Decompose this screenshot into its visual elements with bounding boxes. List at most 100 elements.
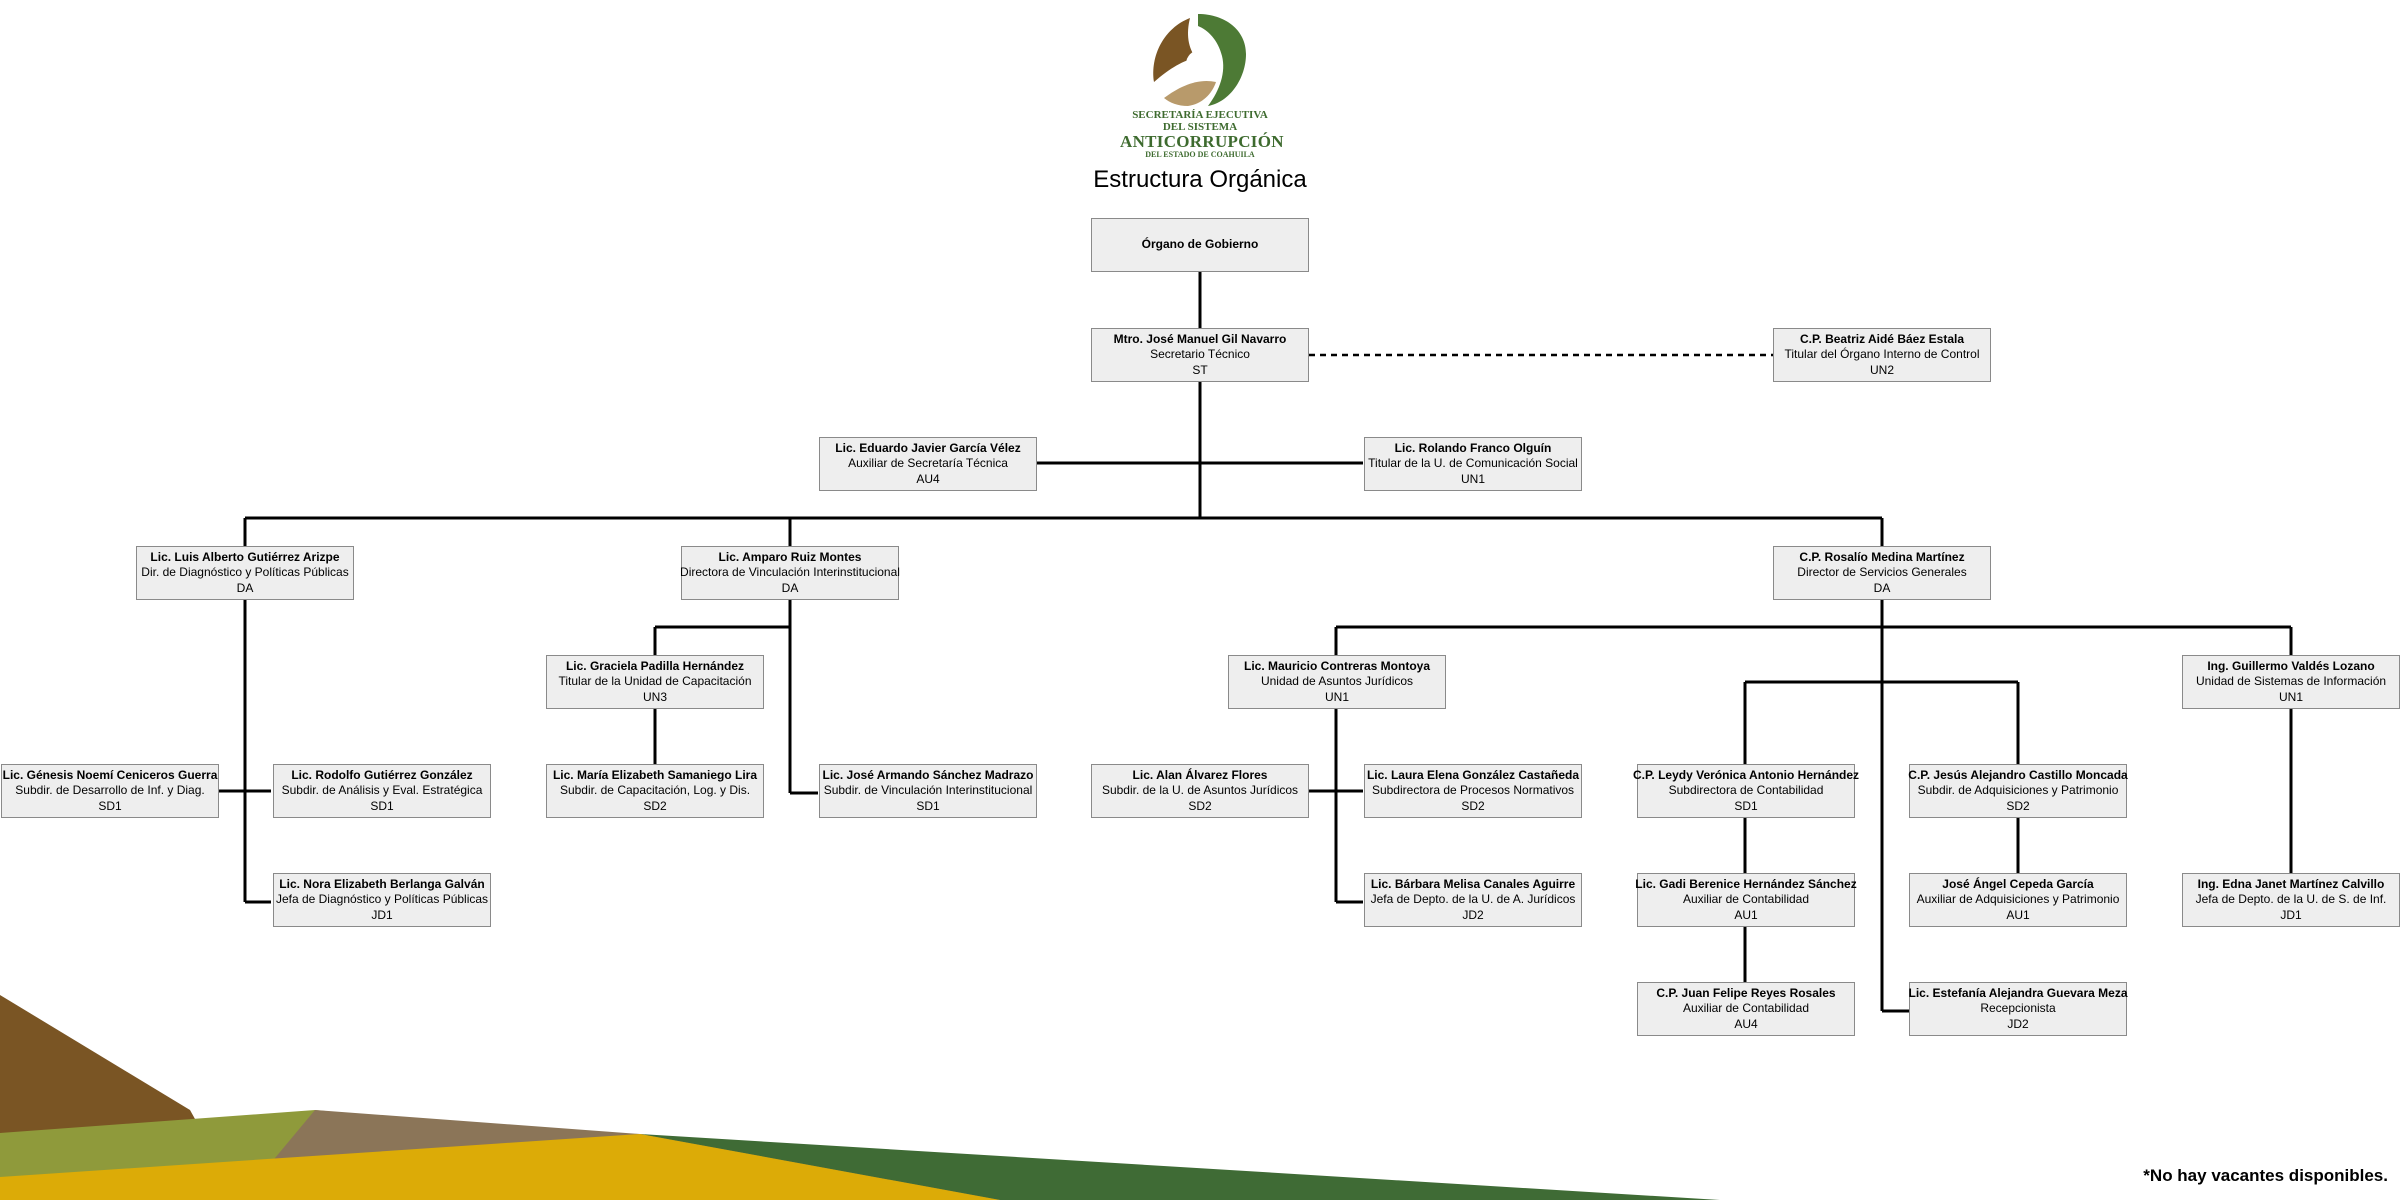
logo-line-2: DEL SISTEMA <box>1162 120 1238 133</box>
org-box-code: SD1 <box>98 798 122 813</box>
org-box-name: Órgano de Gobierno <box>1141 237 1259 252</box>
org-box-title: Jefa de Depto. de la U. de S. de Inf. <box>2195 892 2387 907</box>
org-box-title: Subdirectora de Procesos Normativos <box>1371 783 1575 798</box>
org-box-title: Subdir. de Análisis y Eval. Estratégica <box>281 783 483 798</box>
org-box-code: DA <box>1873 580 1891 595</box>
org-box-title: Directora de Vinculación Interinstitucio… <box>680 565 900 580</box>
org-box-title: Subdir. de Capacitación, Log. y Dis. <box>559 783 751 798</box>
org-box-title: Subdir. de Desarrollo de Inf. y Diag. <box>15 783 205 798</box>
org-box-code: UN1 <box>1324 689 1349 704</box>
org-box-code: JD2 <box>2007 1016 2029 1031</box>
logo-emblem-icon <box>1153 14 1246 106</box>
org-box-title: Jefa de Depto. de la U. de A. Jurídicos <box>1370 892 1576 907</box>
org-box-name: Lic. Luis Alberto Gutiérrez Arizpe <box>150 549 340 564</box>
org-box-name: Lic. Laura Elena González Castañeda <box>1366 767 1580 782</box>
org-box-code: SD2 <box>1188 798 1212 813</box>
org-box-code: SD2 <box>1461 798 1485 813</box>
org-box-name: Lic. José Armando Sánchez Madrazo <box>822 767 1034 782</box>
org-box-name: Lic. María Elizabeth Samaniego Lira <box>552 767 758 782</box>
org-box-code: AU1 <box>2006 907 2030 922</box>
org-box-code: AU4 <box>1734 1016 1758 1031</box>
org-box-name: Ing. Edna Janet Martínez Calvillo <box>2197 876 2385 891</box>
org-box-name: C.P. Leydy Verónica Antonio Hernández <box>1632 767 1860 782</box>
org-box-name: Mtro. José Manuel Gil Navarro <box>1113 331 1287 346</box>
page-title: Estructura Orgánica <box>1093 166 1307 193</box>
org-box-title: Subdir. de la U. de Asuntos Jurídicos <box>1101 783 1299 798</box>
org-box-title: Auxiliar de Secretaría Técnica <box>848 456 1008 471</box>
org-box-code: SD2 <box>2006 798 2030 813</box>
logo-line-3: ANTICORRUPCIÓN <box>1120 132 1284 152</box>
org-box-name: Lic. Amparo Ruiz Montes <box>718 549 862 564</box>
org-box-name: José Ángel Cepeda García <box>1942 876 2094 891</box>
org-box-code: UN1 <box>2278 689 2303 704</box>
org-box-title: Recepcionista <box>1980 1001 2056 1016</box>
logo-line-4: DEL ESTADO DE COAHUILA <box>1145 149 1255 159</box>
org-box-code: JD1 <box>2280 907 2302 922</box>
org-box-title: Jefa de Diagnóstico y Políticas Públicas <box>275 892 489 907</box>
vacancy-note: *No hay vacantes disponibles. <box>2143 1166 2388 1185</box>
org-box-code: SD1 <box>916 798 940 813</box>
logo: SECRETARÍA EJECUTIVA DEL SISTEMA ANTICOR… <box>1120 12 1284 160</box>
org-box-title: Subdir. de Vinculación Interinstituciona… <box>823 783 1033 798</box>
org-box-title: Secretario Técnico <box>1150 347 1250 362</box>
org-box-code: JD1 <box>371 907 393 922</box>
org-box-title: Subdirectora de Contabilidad <box>1668 783 1824 798</box>
logo-line-1: SECRETARÍA EJECUTIVA <box>1132 109 1268 121</box>
org-box-title: Unidad de Sistemas de Información <box>2195 674 2387 689</box>
org-box-title: Auxiliar de Adquisiciones y Patrimonio <box>1916 892 2120 907</box>
org-box-code: ST <box>1192 362 1208 377</box>
org-box-code: SD2 <box>643 798 667 813</box>
org-box-name: C.P. Beatriz Aidé Báez Estala <box>1799 331 1965 346</box>
org-box-name: Lic. Eduardo Javier García Vélez <box>835 440 1021 455</box>
org-box-name: Lic. Gadi Berenice Hernández Sánchez <box>1635 876 1857 891</box>
org-box-name: Ing. Guillermo Valdés Lozano <box>2207 658 2375 673</box>
org-box-title: Unidad de Asuntos Jurídicos <box>1260 674 1414 689</box>
org-box-name: Lic. Rolando Franco Olguín <box>1394 440 1552 455</box>
org-box-name: Lic. Rodolfo Gutiérrez González <box>291 767 473 782</box>
org-box-code: AU4 <box>916 471 940 486</box>
org-box-code: UN2 <box>1869 362 1894 377</box>
org-box-title: Auxiliar de Contabilidad <box>1682 1001 1810 1016</box>
org-box-name: Lic. Mauricio Contreras Montoya <box>1243 658 1431 673</box>
org-box-name: Lic. Génesis Noemí Ceniceros Guerra <box>2 767 218 782</box>
org-box-title: Titular de la Unidad de Capacitación <box>558 674 752 689</box>
org-box-organo[interactable]: Órgano de Gobierno <box>1091 218 1309 272</box>
org-box-title: Director de Servicios Generales <box>1797 565 1967 580</box>
org-box-code: UN3 <box>642 689 667 704</box>
org-box-name: Lic. Nora Elizabeth Berlanga Galván <box>279 876 485 891</box>
org-box-title: Titular de la U. de Comunicación Social <box>1368 456 1578 471</box>
org-box-code: DA <box>236 580 254 595</box>
org-box-code: JD2 <box>1462 907 1484 922</box>
org-box-title: Subdir. de Adquisiciones y Patrimonio <box>1917 783 2119 798</box>
org-box-title: Titular del Órgano Interno de Control <box>1784 347 1980 362</box>
org-box-name: C.P. Juan Felipe Reyes Rosales <box>1656 985 1836 1000</box>
org-box-title: Dir. de Diagnóstico y Políticas Públicas <box>141 565 349 580</box>
org-box-code: SD1 <box>1734 798 1758 813</box>
